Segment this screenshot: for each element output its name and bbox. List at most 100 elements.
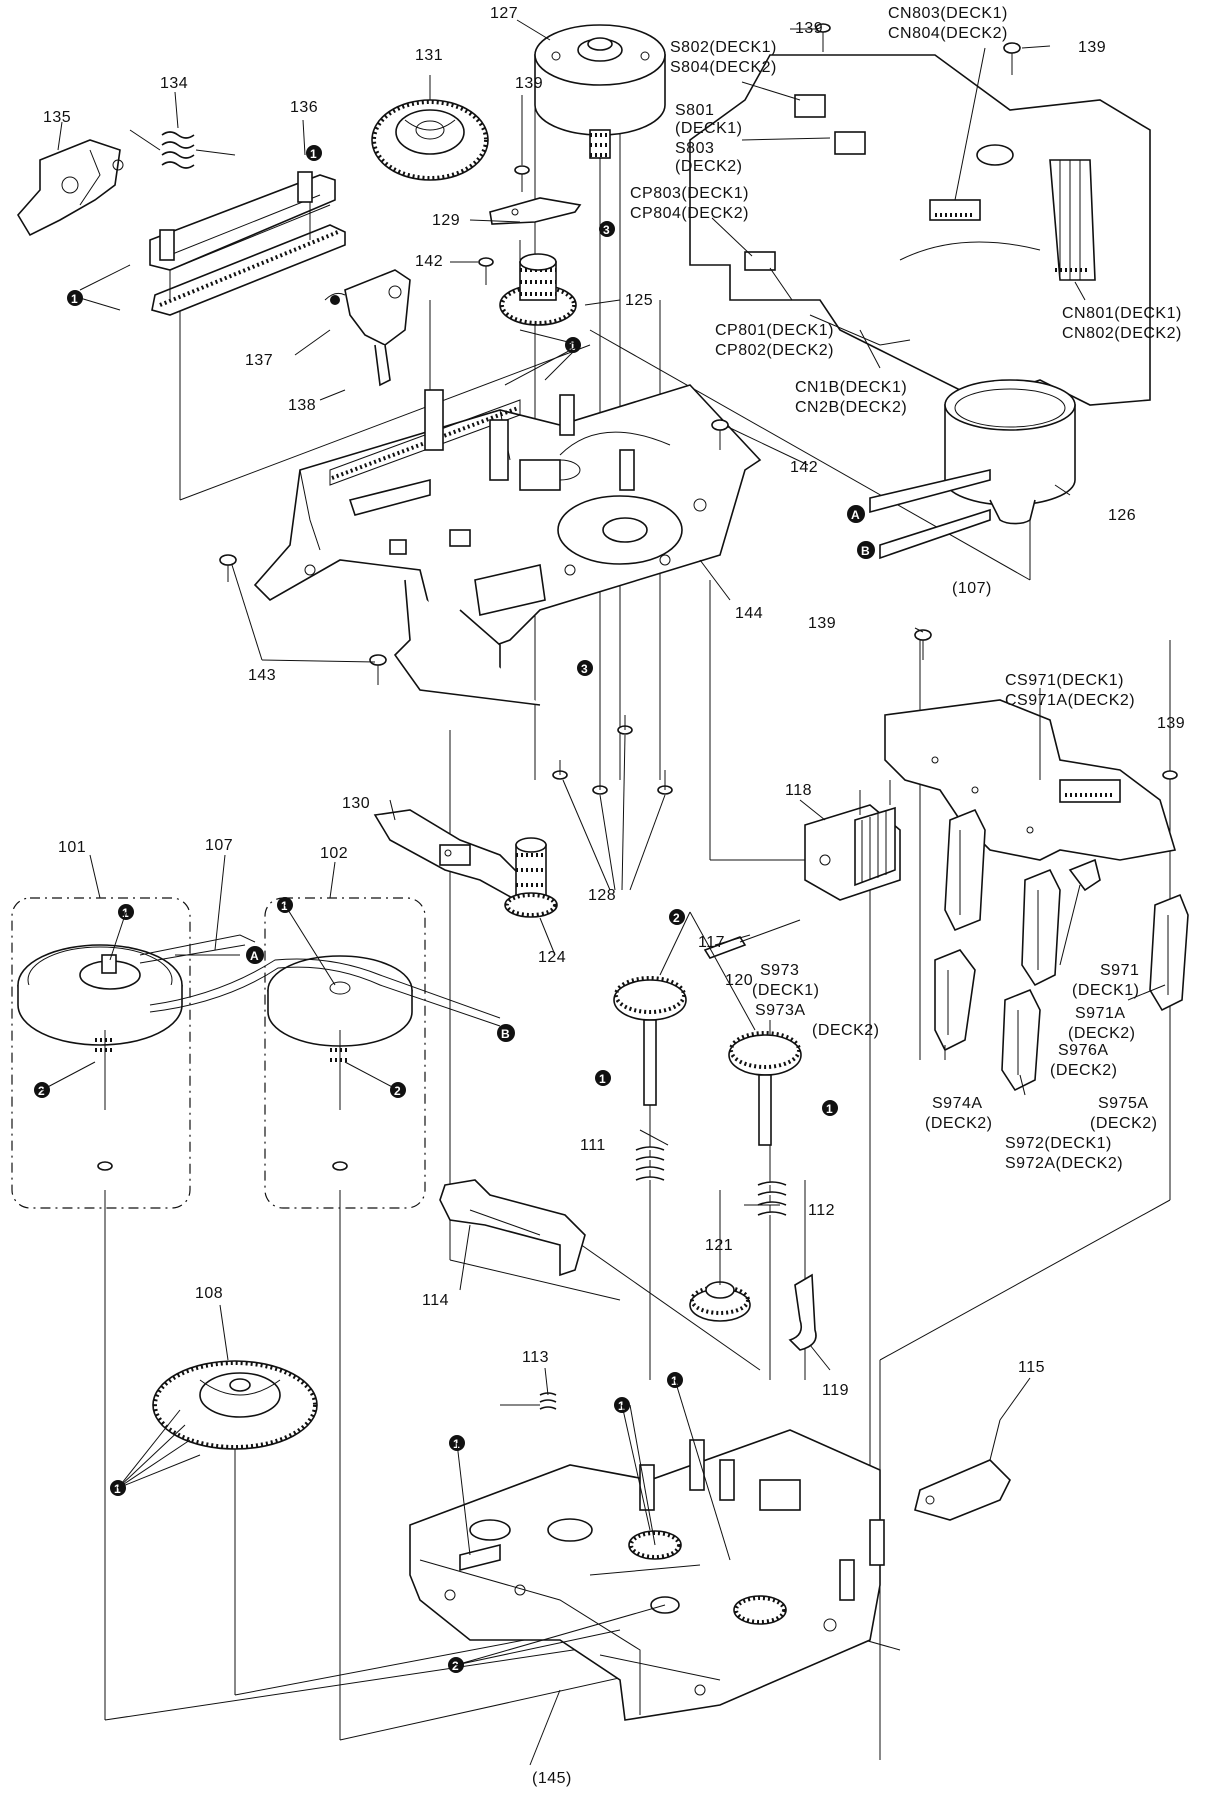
label-118: 118 <box>785 782 812 799</box>
label-cn802: CN802(DECK2) <box>1062 325 1182 342</box>
switch-s971 <box>1068 858 1101 892</box>
label-s974-deck: (DECK2) <box>925 1115 993 1132</box>
switch-s973 <box>944 808 986 932</box>
label-s971a: S971A <box>1075 1005 1126 1022</box>
svg-text:A: A <box>250 949 259 963</box>
label-s972: S972(DECK1) <box>1005 1135 1112 1152</box>
reel-101-group <box>11 897 191 1209</box>
label-s973-deck2: (DECK2) <box>812 1022 880 1039</box>
part-114-lever <box>439 1179 586 1277</box>
label-s803-deck: (DECK2) <box>675 158 743 175</box>
label-cs971: CS971(DECK1) <box>1005 672 1124 689</box>
label-139: 139 <box>795 20 823 37</box>
label-136: 136 <box>290 99 318 116</box>
label-s973-deck1: (DECK1) <box>752 982 820 999</box>
label-s802: S802(DECK1) <box>670 39 777 56</box>
svg-text:1: 1 <box>310 147 317 161</box>
part-137-138-lever <box>324 269 411 387</box>
svg-text:1: 1 <box>114 1482 121 1496</box>
label-138: 138 <box>288 397 316 414</box>
screw-139-e <box>1162 770 1178 800</box>
svg-text:2: 2 <box>394 1084 401 1098</box>
marker-B: B <box>497 1024 515 1042</box>
label-cp801: CP801(DECK1) <box>715 322 834 339</box>
label-128: 128 <box>588 887 616 904</box>
marker-A: A <box>847 505 865 523</box>
label-108: 108 <box>195 1285 223 1302</box>
label-120: 120 <box>725 972 753 989</box>
label-cn801: CN801(DECK1) <box>1062 305 1182 322</box>
screw-142-a <box>478 257 494 285</box>
pcb-board-switches <box>884 699 1177 861</box>
label-142: 142 <box>790 459 818 476</box>
marker-1: 1 <box>67 290 83 306</box>
svg-text:1: 1 <box>569 339 576 353</box>
label-143: 143 <box>248 667 276 684</box>
marker-A: A <box>246 946 264 964</box>
label-139: 139 <box>808 615 836 632</box>
screw-142-b <box>711 419 729 450</box>
part-119-hook <box>788 1273 817 1351</box>
part-127-motor <box>534 24 666 159</box>
screw-143-a <box>219 554 237 582</box>
svg-text:1: 1 <box>826 1102 833 1116</box>
screws-128 <box>552 715 673 891</box>
svg-text:1: 1 <box>281 899 288 913</box>
part-120-gear-right <box>728 1031 802 1146</box>
label-112: 112 <box>808 1202 835 1219</box>
label-s801-deck: (DECK1) <box>675 120 743 137</box>
reference-markers: 1 1 1 3 3 A B 1 1 A B 2 2 2 1 1 1 1 1 1 … <box>34 145 875 1673</box>
switch-s975a <box>1149 893 1189 1012</box>
part-131-gear <box>371 99 489 181</box>
label-130: 130 <box>342 795 370 812</box>
label-s973: S973 <box>760 962 799 979</box>
spring-111 <box>635 1146 665 1181</box>
label-101: 101 <box>58 839 86 856</box>
part-144-chassis <box>253 384 762 706</box>
label-139: 139 <box>515 75 543 92</box>
label-139: 139 <box>1078 39 1106 56</box>
part-120-gear-left <box>613 976 687 1106</box>
label-142: 142 <box>415 253 443 270</box>
label-cp802: CP802(DECK2) <box>715 342 834 359</box>
label-s804: S804(DECK2) <box>670 59 777 76</box>
svg-text:2: 2 <box>673 911 680 925</box>
label-s803: S803 <box>675 140 714 157</box>
part-124-gear <box>504 837 558 918</box>
part-145-main-chassis <box>409 1429 885 1721</box>
part-130-lever <box>373 809 537 906</box>
svg-text:1: 1 <box>453 1437 460 1451</box>
label-s975a: S975A <box>1098 1095 1149 1112</box>
part-134-spring <box>129 129 236 169</box>
svg-text:1: 1 <box>618 1399 625 1413</box>
label-115: 115 <box>1018 1359 1045 1376</box>
part-125-gear <box>499 253 577 326</box>
label-144: 144 <box>735 605 763 622</box>
label-s971-deck2: (DECK2) <box>1068 1025 1136 1042</box>
label-111: 111 <box>580 1137 606 1154</box>
screw-139-b <box>815 23 831 52</box>
svg-text:2: 2 <box>38 1084 45 1098</box>
part-121-gear <box>689 1281 751 1322</box>
svg-text:3: 3 <box>581 662 588 676</box>
marker-1: 1 <box>822 1100 838 1116</box>
marker-3: 3 <box>577 660 593 676</box>
label-121: 121 <box>705 1237 733 1254</box>
label-126: 126 <box>1108 507 1136 524</box>
part-labels: 127 131 139 134 135 136 129 142 125 137 … <box>43 5 1185 1787</box>
label-cp803: CP803(DECK1) <box>630 185 749 202</box>
label-129: 129 <box>432 212 460 229</box>
switch-s976a <box>1021 868 1061 987</box>
label-139: 139 <box>1157 715 1185 732</box>
label-s976a: S976A <box>1058 1042 1109 1059</box>
marker-3: 3 <box>599 221 615 237</box>
pcb-board-top <box>689 54 1151 406</box>
part-129-plate <box>489 197 582 225</box>
marker-1: 1 <box>595 1070 611 1086</box>
part-136-head-block <box>149 171 346 316</box>
label-cn803: CN803(DECK1) <box>888 5 1008 22</box>
label-s972a: S972A(DECK2) <box>1005 1155 1123 1172</box>
svg-text:B: B <box>861 544 870 558</box>
label-s971: S971 <box>1100 962 1139 979</box>
